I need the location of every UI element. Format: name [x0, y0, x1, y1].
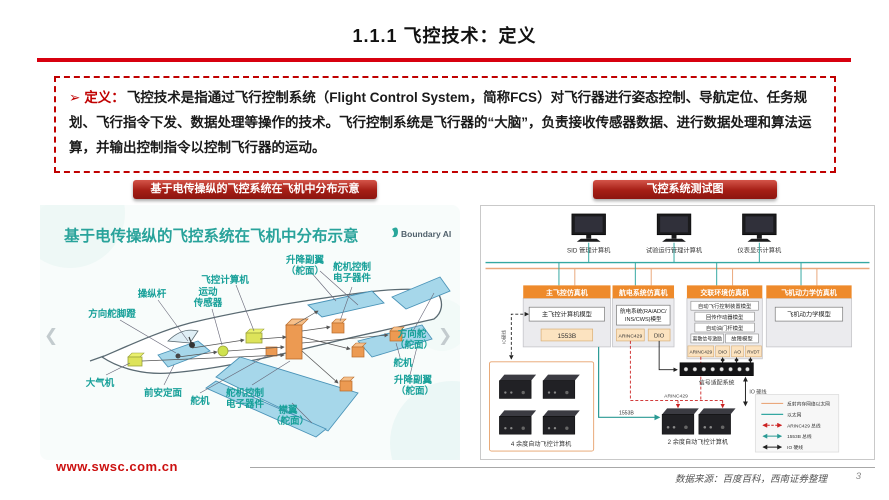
legend-reflective-memory: 反射内存网络以太网	[787, 400, 830, 407]
crosslink-dashed-line	[509, 311, 530, 360]
sim2-tag-dio: DIO	[654, 333, 665, 339]
sim3-tag-rvdt: RVDT	[747, 349, 760, 354]
footer-divider	[250, 467, 875, 468]
label-motion-sensor: 运动	[198, 287, 218, 298]
legend-1553b: 1553B 总线	[787, 433, 812, 440]
sim3-row3: 自动油门杆模型	[706, 324, 744, 332]
sim2-model-line2: INS/CWS)模型	[625, 315, 662, 323]
test-diagram: SID 管理计算机 试验运行管理计算机 仪表显示计算机 主飞控仿真机 主飞控计算…	[485, 213, 870, 453]
io-hardline-label: IO 硬线	[749, 388, 766, 396]
svg-text:（舵面）: （舵面）	[396, 385, 434, 397]
logo-text: Boundary AI	[401, 229, 451, 239]
wiring-lines	[141, 310, 389, 384]
svg-text:传感器: 传感器	[193, 297, 223, 309]
definition-text: 飞控技术是指通过飞行控制系统（Flight Control System，简称F…	[69, 90, 812, 155]
sim4-title: 飞机动力学仿真机	[781, 288, 837, 297]
sim3-tag-dio: DIO	[718, 349, 727, 355]
carousel-next-icon[interactable]: ❯	[438, 326, 452, 346]
sim3-row4b: 故障模型	[731, 335, 753, 343]
sim2-title: 航电系统仿真机	[619, 288, 668, 297]
sim3-row1: 自动飞行控制装置模型	[698, 302, 752, 310]
label-servo-left: 舵机	[190, 395, 210, 407]
label-canard: 前安定面	[144, 387, 183, 399]
legend-arinc429: ARINC429 总线	[787, 422, 821, 429]
test-diagram-panel: SID 管理计算机 试验运行管理计算机 仪表显示计算机 主飞控仿真机 主飞控计算…	[480, 205, 875, 460]
definition-label: 定义：	[84, 90, 125, 105]
legend-ethernet: 以太网	[787, 411, 802, 418]
sim-box-main-fcs: 主飞控仿真机 主飞控计算机模型 1553B	[522, 285, 611, 348]
quad-fcc-label: 4 余度自动飞控计算机	[511, 440, 571, 448]
carousel-prev-icon[interactable]: ❮	[44, 326, 58, 346]
label-ace-top: 舵机控制	[333, 261, 372, 273]
sim1-title: 主飞控仿真机	[546, 288, 588, 297]
sim1-model: 主飞控计算机模型	[542, 310, 592, 319]
svg-text:电子器件: 电子器件	[333, 272, 372, 284]
dio-line	[658, 340, 678, 372]
sim3-title: 交联环境仿真机	[700, 288, 749, 297]
label-ace-bottom: 舵机控制	[226, 387, 265, 399]
device-icons	[499, 374, 580, 435]
monitor-drop-lines	[588, 242, 760, 263]
quad-fcc-box: 4 余度自动飞控计算机	[489, 361, 595, 452]
title-underline-rule	[37, 58, 851, 62]
label-fcc: 飞控计算机	[201, 274, 249, 286]
label-air-data: 大气机	[86, 377, 115, 389]
arinc429-label: ARINC429	[664, 393, 688, 399]
footer-website[interactable]: www.swsc.com.cn	[56, 459, 178, 474]
monitor-icon	[742, 213, 777, 242]
sim3-tag-arinc: ARINC429	[689, 349, 712, 355]
signal-adapter-label: 信号适配系统	[699, 379, 735, 387]
sim-box-avionics: 航电系统仿真机 航电系统(RA/ADC/ INS/CWS)模型 ARINC429…	[612, 285, 675, 348]
svg-text:（舵面）: （舵面）	[271, 415, 309, 427]
boundary-ai-logo: Boundary AI	[392, 227, 451, 239]
label-flap: 襟翼	[278, 404, 298, 416]
page-number: 3	[855, 471, 861, 482]
diagram-title: 基于电传操纵的飞控系统在飞机中分布示意	[63, 226, 359, 245]
arrow-bullet-icon: ➢	[69, 90, 81, 105]
definition-box: ➢定义：飞控技术是指通过飞行控制系统（Flight Control System…	[54, 76, 836, 173]
svg-text:（舵面）: （舵面）	[286, 265, 324, 277]
equipment-boxes	[127, 318, 405, 392]
crosslink-label: IO硬线	[500, 330, 507, 344]
svg-text:（舵面）: （舵面）	[395, 339, 433, 351]
aircraft-labels: 飞控计算机 升降副翼 （舵面） 舵机控制 电子器件 操纵杆 运动 传感器 方向舵…	[86, 254, 434, 427]
legend: 反射内存网络以太网 以太网 ARINC429 总线 1553B 总线 IO 硬线	[754, 394, 840, 453]
bus1553-label: 1553B	[619, 410, 634, 416]
sim3-row2: 回传作动器模型	[706, 313, 744, 321]
monitor-icon	[571, 213, 606, 242]
sim2-tag-arinc: ARINC429	[619, 333, 643, 339]
label-rudder: 方向舵	[398, 328, 427, 340]
sim2-model-line1: 航电系统(RA/ADC/	[620, 307, 667, 315]
right-panel-badge: 飞控系统测试图	[593, 180, 777, 199]
left-panel-badge: 基于电传操纵的飞控系统在飞机中分布示意	[133, 180, 377, 199]
dual-fcc: 2 余度自动飞控计算机	[661, 408, 736, 446]
bus-to-box-connectors	[558, 262, 818, 286]
sim1-bus-tag: 1553B	[558, 333, 577, 340]
label-elevon-top: 升降副翼	[286, 254, 325, 266]
sim-box-aircraft-dynamics: 飞机动力学仿真机 飞机动力学模型	[765, 285, 853, 348]
dual-fcc-label: 2 余度自动飞控计算机	[668, 438, 728, 446]
label-stick: 操纵杆	[138, 288, 167, 300]
page-title: 1.1.1 飞控技术：定义	[352, 26, 537, 46]
signal-adapter: 信号适配系统	[679, 362, 754, 387]
bus1553-line	[598, 346, 661, 421]
sim4-model: 飞机动力学模型	[787, 310, 831, 319]
aircraft-diagram-panel: 基于电传操纵的飞控系统在飞机中分布示意 Boundary AI ❮ ❯	[15, 158, 514, 500]
monitor-icons	[571, 213, 777, 242]
aircraft-diagram: 基于电传操纵的飞控系统在飞机中分布示意 Boundary AI ❮ ❯	[15, 158, 514, 500]
sim-box-crosslink-env: 交联环境仿真机 自动飞行控制装置模型 回传作动器模型 自动油门杆模型 离散信号激…	[686, 285, 763, 360]
legend-io-hardline: IO 硬线	[787, 444, 803, 451]
leader-lines	[105, 270, 435, 424]
monitor-icon	[656, 213, 692, 242]
data-source-note: 数据来源：百度百科，西南证券整理	[674, 474, 827, 485]
sim3-tag-ao: AO	[734, 349, 741, 355]
io-double-arrows	[720, 357, 753, 364]
svg-text:电子器件: 电子器件	[226, 398, 265, 410]
label-pedal: 方向舵脚蹬	[88, 308, 136, 320]
label-elevon-bottom: 升降副翼	[394, 374, 433, 386]
label-servo-right: 舵机	[393, 357, 413, 369]
sim3-row4a: 离散信号激励	[692, 336, 722, 343]
